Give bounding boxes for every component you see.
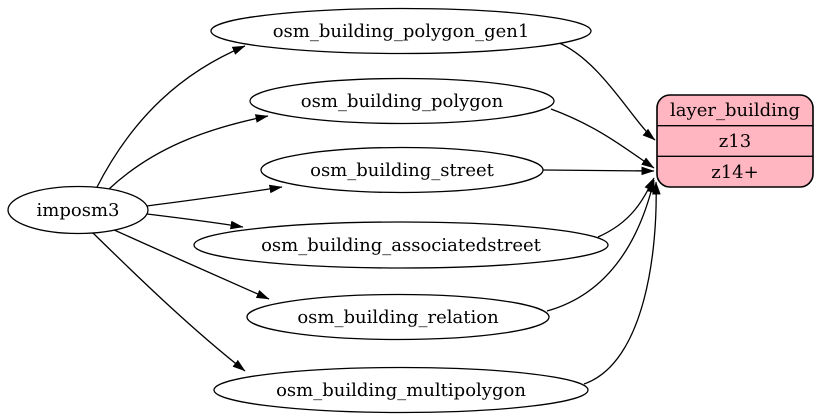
table-ellipse xyxy=(249,77,555,125)
edge-imposm3-to-osm-building-relation xyxy=(111,228,270,300)
edge-osm-building-street-to-layer-z14 xyxy=(542,166,655,176)
imposm3-ellipse xyxy=(7,185,149,235)
node-osm-building-polygon: osm_building_polygon xyxy=(249,77,555,125)
imposm3-label: imposm3 xyxy=(37,200,120,221)
table-ellipse xyxy=(213,366,589,414)
table-ellipse xyxy=(210,7,592,55)
edge-imposm3-to-osm-building-multipolygon xyxy=(92,232,246,372)
edge-imposm3-to-osm-building-polygon-gen1 xyxy=(95,45,246,190)
edge-imposm3-to-osm-building-street xyxy=(146,184,283,207)
edge-imposm3-to-osm-building-associatedstreet xyxy=(146,213,244,230)
layer-row-z14plus: z14+ xyxy=(711,162,758,183)
table-label: osm_building_relation xyxy=(297,307,499,328)
table-ellipse xyxy=(260,146,544,194)
node-osm-building-polygon-gen1: osm_building_polygon_gen1 xyxy=(210,7,592,55)
node-imposm3: imposm3 xyxy=(7,185,149,235)
node-osm-building-street: osm_building_street xyxy=(260,146,544,194)
edge-imposm3-to-osm-building-polygon xyxy=(108,114,269,190)
edge-osm-building-polygon-gen1-to-layer-z13 xyxy=(556,41,656,141)
layer-building-title: layer_building xyxy=(670,100,800,121)
table-label: osm_building_street xyxy=(310,160,495,181)
layer-building-box xyxy=(656,94,814,188)
table-label: osm_building_polygon xyxy=(301,91,504,112)
node-osm-building-multipolygon: osm_building_multipolygon xyxy=(213,366,589,414)
edge-osm-building-relation-to-layer-z14 xyxy=(546,179,656,312)
edge-osm-building-multipolygon-to-layer-z14 xyxy=(583,181,661,385)
edge-osm-building-polygon-to-layer-z14 xyxy=(550,108,655,169)
node-layer-building: layer_building z13 z14+ xyxy=(656,94,814,188)
layer-row-z13: z13 xyxy=(719,131,751,152)
node-osm-building-relation: osm_building_relation xyxy=(246,293,550,341)
table-ellipse xyxy=(193,221,609,269)
table-label: osm_building_multipolygon xyxy=(276,380,526,401)
node-osm-building-associatedstreet: osm_building_associatedstreet xyxy=(193,221,609,269)
table-ellipse xyxy=(246,293,550,341)
edge-group xyxy=(92,41,661,385)
table-label: osm_building_associatedstreet xyxy=(261,235,542,256)
table-label: osm_building_polygon_gen1 xyxy=(273,21,530,42)
